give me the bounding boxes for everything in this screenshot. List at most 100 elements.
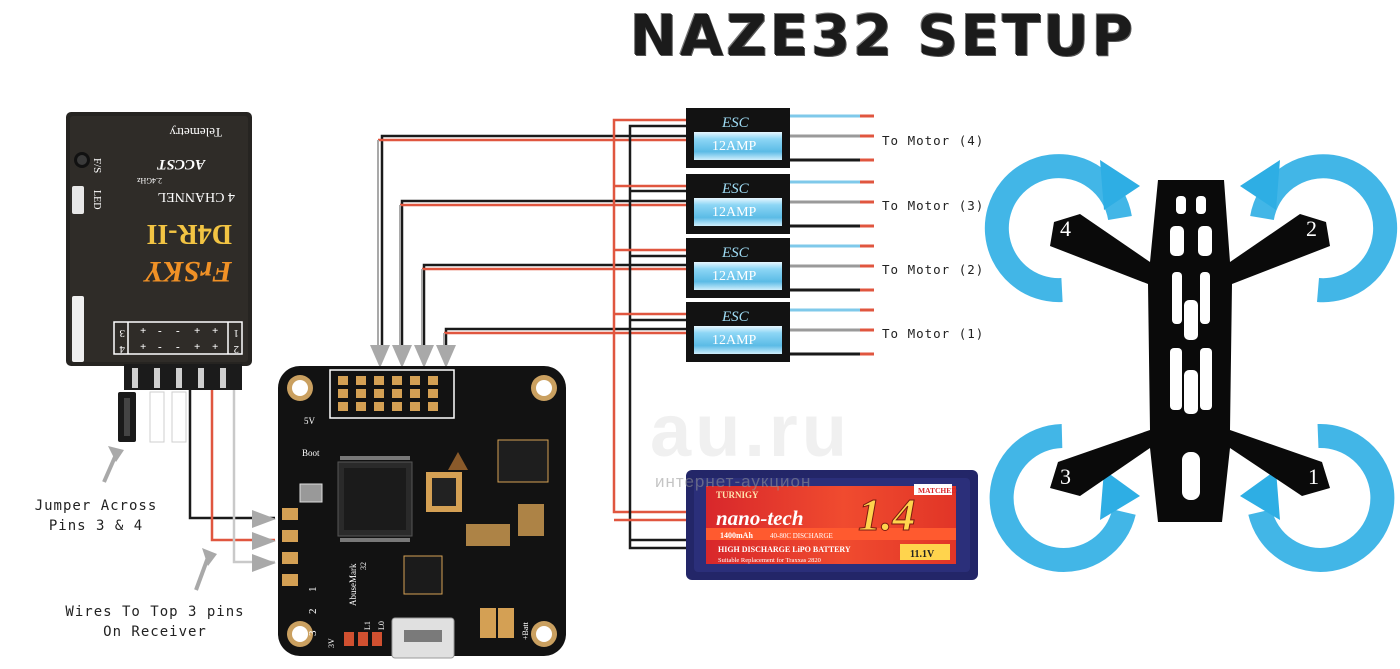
fc-boot-label: Boot: [302, 448, 320, 458]
band-label: 2.4GHz: [136, 176, 162, 185]
fc-pin-1: 1: [307, 587, 319, 593]
header-pad: [428, 376, 438, 385]
header-pad: [338, 376, 348, 385]
arrow-icon: [392, 345, 412, 368]
receiver: F/S LED Telemetry ACCST 2.4GHz 4 CHANNEL…: [66, 112, 252, 443]
motor-label-1: To Motor (1): [882, 326, 985, 341]
esc-title: ESC: [721, 115, 750, 131]
header-pad: [356, 376, 366, 385]
esc-unit: ESC 12AMP: [686, 238, 874, 298]
battery-type: HIGH DISCHARGE LiPO BATTERY: [718, 545, 851, 554]
wires-caption-line2: On Receiver: [103, 624, 207, 640]
svg-text:+: +: [212, 325, 218, 337]
brand-label: FrSKY: [143, 255, 233, 288]
direction-triangle: [448, 452, 468, 470]
pin-row-2: 2: [234, 343, 240, 355]
fc-batt-label: +Batt: [521, 621, 530, 640]
flight-controller: 5V Boot 1 2 3 AbuseMark 32 3V L1 L0 +Bat…: [278, 366, 566, 659]
arrow-icon: [370, 345, 390, 368]
rotation-arrow-4: [984, 154, 1132, 303]
fc-3v-label: 3V: [327, 638, 336, 648]
header-pad: [410, 376, 420, 385]
fc-input-arrows: [370, 345, 456, 368]
svg-text:+: +: [212, 341, 218, 353]
fc-receiver-arrows: [252, 510, 276, 572]
power-bus-wires: [612, 118, 700, 550]
svg-text:-: -: [176, 325, 180, 337]
esc-rating: 12AMP: [712, 333, 757, 348]
motor-label-2: To Motor (2): [882, 262, 985, 277]
led-label: LED: [91, 190, 102, 209]
battery-capacity-big: 1.4: [858, 489, 916, 540]
header-pad: [356, 389, 366, 398]
header-pad: [410, 402, 420, 411]
battery-voltage: 11.1V: [910, 549, 935, 560]
battery: TURNIGY nano-tech 1.4 1400mAh 40-80C DIS…: [686, 470, 978, 580]
motor-number-2: 2: [1306, 216, 1317, 241]
rotation-arrow-2: [1250, 154, 1398, 303]
watermark-text: интернет-аукцион: [655, 472, 812, 491]
wires-caption-line1: Wires To Top 3 pins: [65, 604, 245, 620]
svg-text:+: +: [140, 325, 146, 337]
motor-number-4: 4: [1060, 216, 1071, 241]
fc-pin-3: 3: [307, 630, 319, 636]
rotation-arrow-1: [1248, 423, 1395, 572]
esc-signal-wires: [377, 134, 688, 352]
header-pad: [338, 402, 348, 411]
watermark-domain: au.ru: [650, 389, 851, 472]
battery-brand: TURNIGY: [716, 490, 759, 500]
channels-label: 4 CHANNEL: [158, 189, 235, 204]
svg-text:+: +: [140, 341, 146, 353]
motor-number-3: 3: [1060, 464, 1071, 489]
jumper-caption: Jumper Across Pins 3 & 4: [8, 496, 184, 536]
pin-row-4: 4: [119, 343, 125, 355]
svg-text:-: -: [158, 341, 162, 353]
quad-frame: 4 2 3 1: [984, 154, 1398, 572]
esc-unit: ESC 12AMP: [686, 174, 874, 234]
arrow-icon: [436, 345, 456, 368]
wires-caption: Wires To Top 3 pins On Receiver: [40, 602, 270, 642]
fc-5v-label: 5V: [304, 416, 316, 426]
battery-note: Suitable Replacement for Traxxas 2820: [718, 557, 821, 564]
fc-l0-label: L0: [377, 621, 386, 630]
fs-label: F/S: [91, 158, 103, 173]
esc-rating: 12AMP: [712, 205, 757, 220]
fc-pin-2: 2: [307, 609, 319, 615]
header-pad: [356, 402, 366, 411]
jumper-caption-line1: Jumper Across: [34, 498, 158, 514]
svg-text:+: +: [194, 325, 200, 337]
header-pad: [392, 376, 402, 385]
battery-series: nano-tech: [716, 506, 804, 530]
svg-text:-: -: [176, 341, 180, 353]
fc-l1-label: L1: [363, 621, 372, 630]
arrow-icon: [252, 554, 276, 572]
motor-label-3: To Motor (3): [882, 198, 985, 213]
motor-number-1: 1: [1308, 464, 1319, 489]
motor-label-4: To Motor (4): [882, 133, 985, 148]
arrow-icon: [414, 345, 434, 368]
battery-discharge: 40-80C DISCHARGE: [770, 532, 833, 540]
arrow-icon: [252, 510, 276, 528]
esc-rating: 12AMP: [712, 269, 757, 284]
arrow-icon: [252, 532, 276, 550]
rotation-arrow-3: [989, 424, 1136, 572]
fc-brand: AbuseMark: [348, 563, 358, 606]
svg-text:-: -: [158, 325, 162, 337]
esc-title: ESC: [721, 245, 750, 261]
header-pad: [392, 389, 402, 398]
pin-row-1: 1: [234, 327, 240, 339]
header-pad: [410, 389, 420, 398]
header-pad: [374, 402, 384, 411]
header-pad: [374, 389, 384, 398]
battery-badge: MATCHED: [918, 486, 957, 495]
protocol-label: ACCST: [157, 156, 206, 172]
esc-title: ESC: [721, 181, 750, 197]
header-pad: [374, 376, 384, 385]
pin-row-3: 3: [119, 327, 125, 339]
header-pad: [428, 402, 438, 411]
